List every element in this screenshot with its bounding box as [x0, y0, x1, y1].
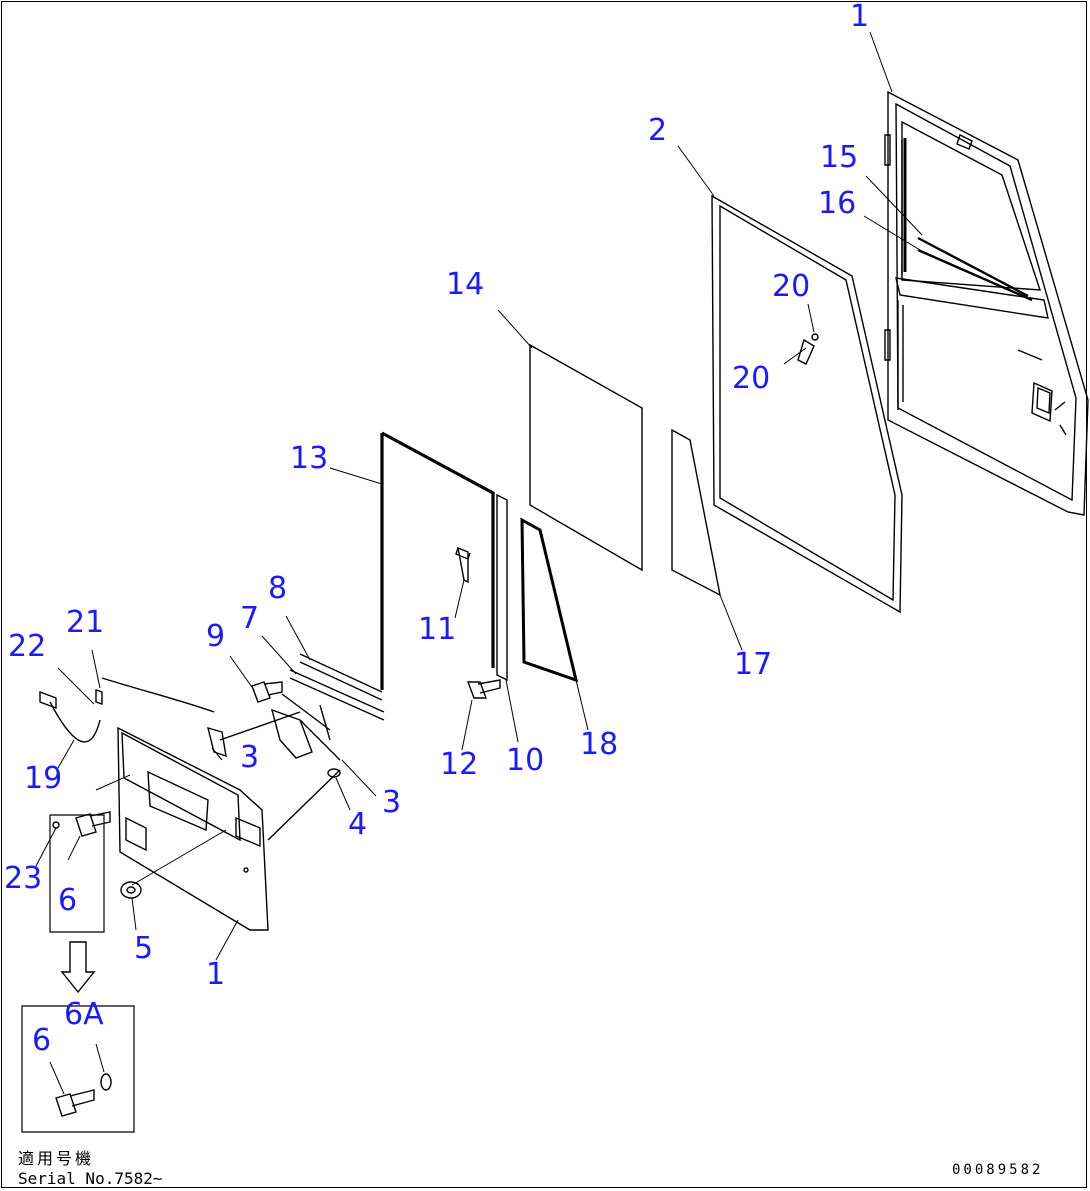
callout-6-upper: 6	[58, 883, 78, 918]
callout-12: 12	[440, 747, 479, 782]
glass-part	[529, 343, 643, 572]
callout-1-door-frame: 1	[850, 0, 870, 34]
lower-panel-part	[117, 726, 341, 931]
callout-16: 16	[818, 186, 857, 221]
regulator-rods-part	[281, 653, 385, 731]
callout-20-upper: 20	[772, 269, 811, 304]
applicable-models-label: 適用号機	[18, 1149, 95, 1168]
detail-box-upper	[49, 814, 105, 933]
callout-8: 8	[268, 571, 288, 606]
callout-15: 15	[820, 140, 859, 175]
callout-21: 21	[66, 605, 105, 640]
bolt-12-part	[466, 679, 501, 699]
drawing-code: 00089582	[952, 1162, 1044, 1178]
washer-part	[327, 768, 341, 778]
callout-19: 19	[24, 761, 63, 796]
callout-5: 5	[134, 931, 154, 966]
callout-6A: 6A	[64, 997, 104, 1032]
inner-panel-part	[711, 194, 903, 614]
seal-part	[380, 431, 495, 690]
callout-13: 13	[290, 441, 329, 476]
callout-18: 18	[580, 727, 619, 762]
serial-number-label: Serial No.7582∼	[18, 1169, 163, 1188]
callout-3-lower: 3	[382, 785, 402, 820]
bolt-6A-part	[55, 1073, 112, 1117]
nut-part	[120, 881, 142, 899]
callout-9: 9	[206, 619, 226, 654]
callout-10: 10	[506, 743, 545, 778]
callout-7: 7	[240, 601, 260, 636]
screw-11-part	[455, 546, 471, 584]
door-frame-part	[884, 90, 1089, 516]
callout-6-detail: 6	[32, 1023, 52, 1058]
callout-2: 2	[648, 113, 668, 148]
callout-20-lower: 20	[732, 361, 771, 396]
detail-box-6A	[21, 1005, 135, 1133]
callout-11: 11	[418, 612, 457, 647]
arrow-down-icon	[60, 941, 96, 994]
vent-window-part	[520, 517, 579, 683]
callout-4: 4	[348, 807, 368, 842]
bolt-9-part	[251, 681, 283, 703]
leader-lines	[35, 31, 923, 1095]
callout-22: 22	[8, 629, 47, 664]
wiring-harness-part	[39, 677, 215, 743]
callout-14: 14	[446, 267, 485, 302]
callout-1-lower-panel: 1	[206, 957, 226, 992]
callout-17: 17	[734, 647, 773, 682]
lock-lever-part	[207, 704, 341, 761]
channel-part	[496, 493, 508, 682]
small-glass-part	[671, 428, 721, 597]
callout-23: 23	[4, 861, 43, 896]
callout-3-upper: 3	[240, 740, 260, 775]
